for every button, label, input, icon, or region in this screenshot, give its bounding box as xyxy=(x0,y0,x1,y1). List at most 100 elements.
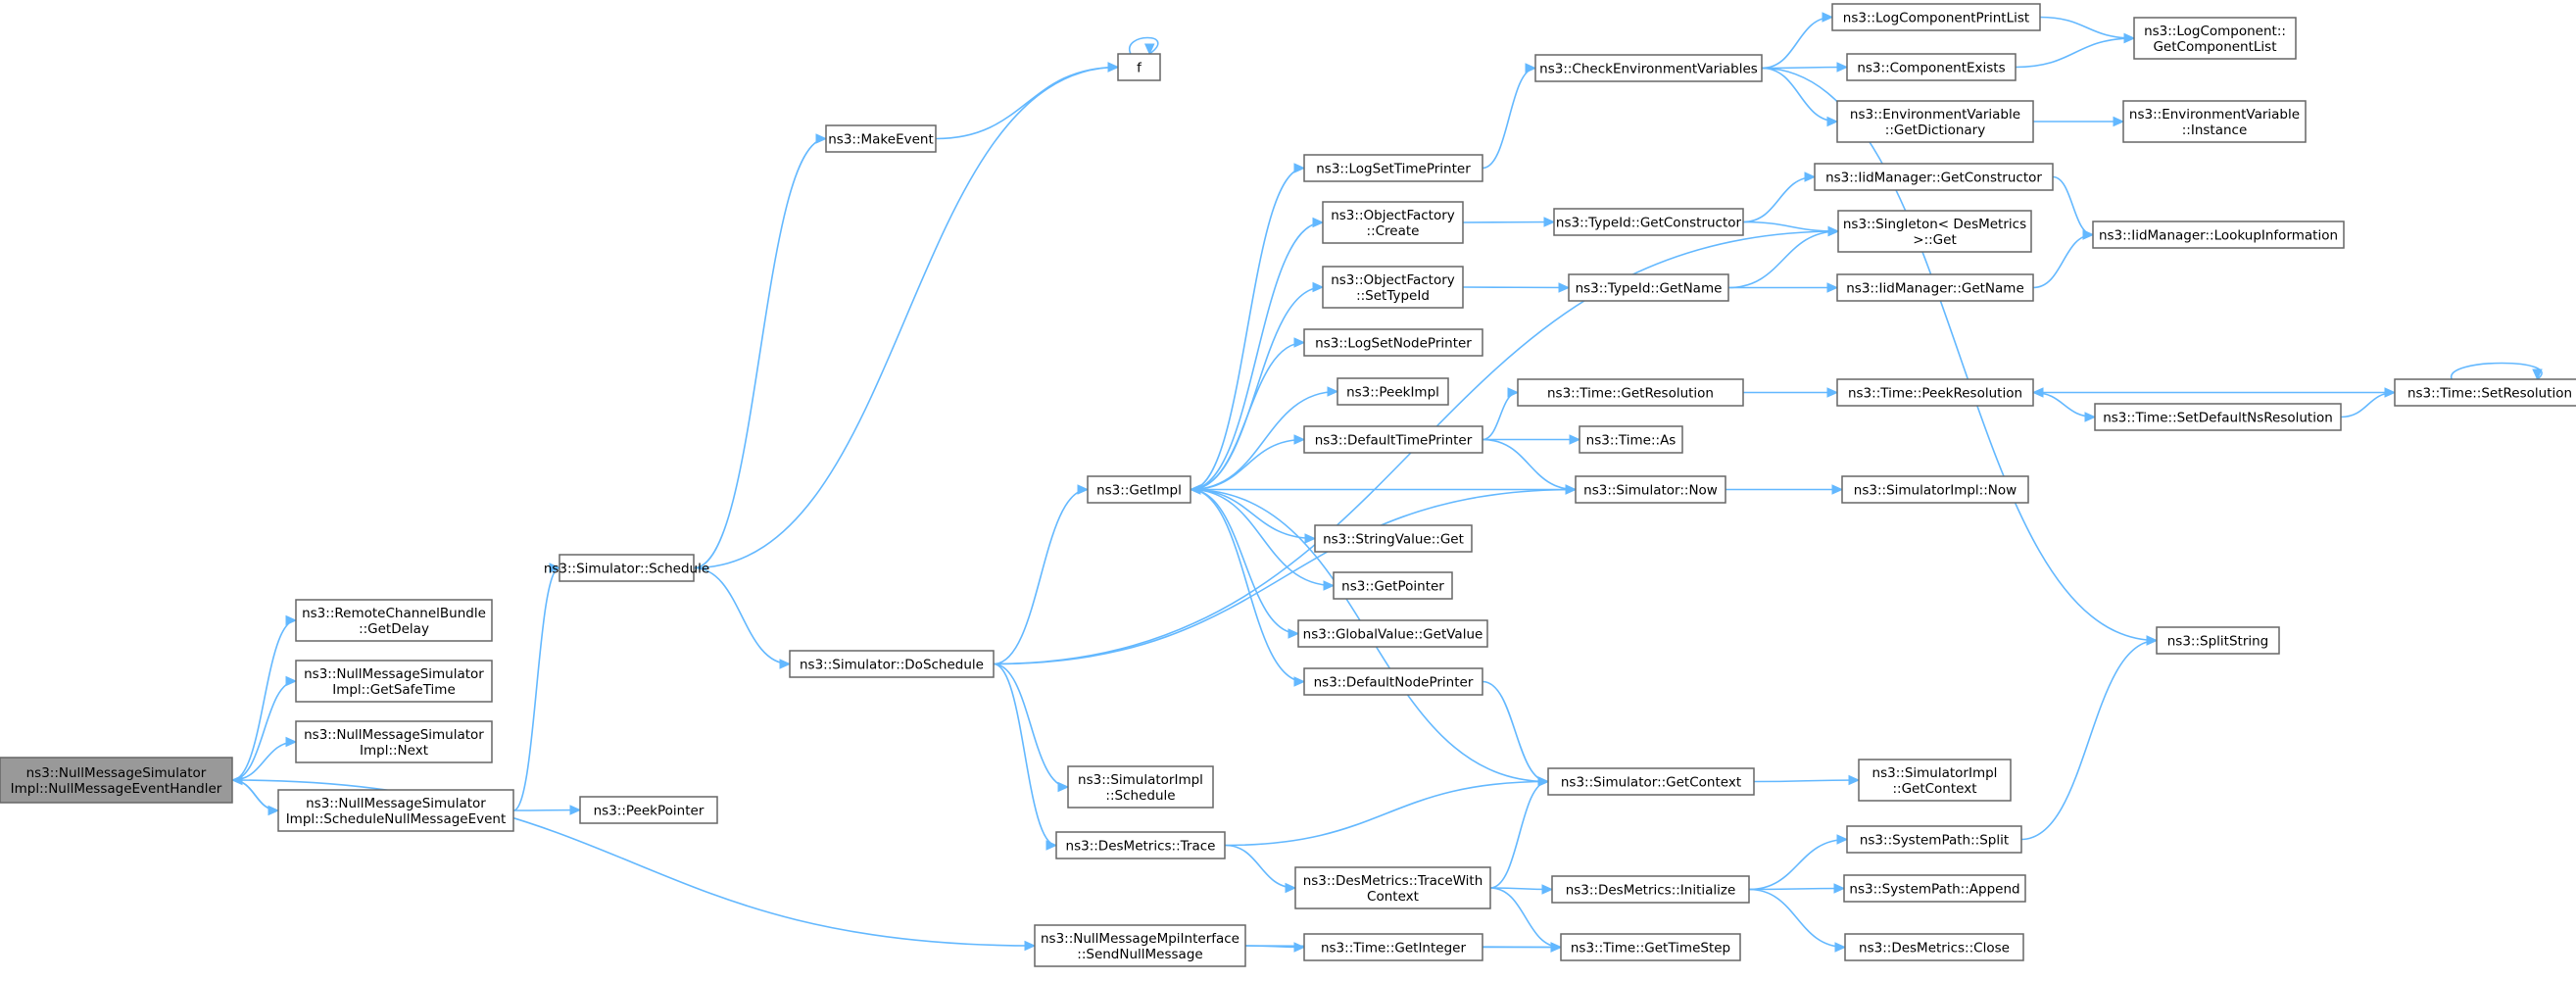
node-strget[interactable]: ns3::StringValue::Get xyxy=(1314,524,1473,553)
arrowhead-icon xyxy=(815,133,828,144)
node-tidgetctor[interactable]: ns3::TypeId::GetConstructor xyxy=(1553,208,1744,236)
edge-line xyxy=(993,488,1577,665)
node-getimpl[interactable]: ns3::GetImpl xyxy=(1087,475,1191,504)
node-box xyxy=(1303,425,1483,454)
node-f[interactable]: f xyxy=(1117,53,1161,81)
arrowhead-icon xyxy=(1312,217,1325,228)
node-peekimpl[interactable]: ns3::PeekImpl xyxy=(1337,377,1449,406)
call-edge-tidgetname-to-iidgetname xyxy=(1728,282,1839,293)
node-getptr[interactable]: ns3::GetPointer xyxy=(1333,571,1453,600)
node-simimplctx[interactable]: ns3::SimulatorImpl::GetContext xyxy=(1858,759,2012,802)
arrowhead-icon xyxy=(779,659,792,669)
call-edge-compexists-to-logcgetlist xyxy=(2015,32,2136,69)
call-edge-f-to-f xyxy=(1128,36,1159,56)
edge-line xyxy=(2039,16,2135,39)
node-logcplist[interactable]: ns3::LogComponentPrintList xyxy=(1831,3,2041,31)
node-dosched[interactable]: ns3::Simulator::DoSchedule xyxy=(789,650,995,678)
edge-line xyxy=(1482,391,1519,441)
node-label: ::Create xyxy=(1367,223,1420,239)
arrowhead-icon xyxy=(1826,282,1839,293)
arrowhead-icon xyxy=(1189,484,1201,495)
node-defnode[interactable]: ns3::DefaultNodePrinter xyxy=(1303,667,1483,696)
node-compexists[interactable]: ns3::ComponentExists xyxy=(1846,53,2017,81)
node-checkenv[interactable]: ns3::CheckEnvironmentVariables xyxy=(1534,54,1763,82)
edge-line xyxy=(1489,887,1562,949)
node-gettimestep[interactable]: ns3::Time::GetTimeStep xyxy=(1560,933,1741,961)
arrowhead-icon xyxy=(1848,774,1861,786)
node-box xyxy=(1303,154,1483,182)
node-setdefns[interactable]: ns3::Time::SetDefaultNsResolution xyxy=(2094,403,2342,431)
node-label: ::GetDictionary xyxy=(1885,123,1985,138)
arrowhead-icon xyxy=(1834,942,1847,953)
node-makeevent[interactable]: ns3::MakeEvent xyxy=(825,124,937,153)
node-deftime[interactable]: ns3::DefaultTimePrinter xyxy=(1303,425,1483,454)
node-box xyxy=(1553,208,1744,236)
node-label: >::Get xyxy=(1913,232,1956,248)
call-edge-deftime-to-getres xyxy=(1482,387,1520,441)
node-tidgetname[interactable]: ns3::TypeId::GetName xyxy=(1568,273,1729,302)
node-getres[interactable]: ns3::Time::GetResolution xyxy=(1517,378,1744,407)
edge-line xyxy=(1190,488,1299,635)
call-edge-dosched-to-simimplsched xyxy=(993,662,1070,793)
node-dmtrace[interactable]: ns3::DesMetrics::Trace xyxy=(1055,831,1226,859)
edge-line xyxy=(1190,286,1324,491)
edge-line xyxy=(231,779,279,811)
node-ofsettype[interactable]: ns3::ObjectFactory::SetTypeId xyxy=(1322,266,1464,309)
node-label: ns3::LogComponent:: xyxy=(2144,24,2286,39)
node-logcgetlist[interactable]: ns3::LogComponent::GetComponentList xyxy=(2133,17,2297,60)
node-spsplit[interactable]: ns3::SystemPath::Split xyxy=(1846,825,2022,854)
node-schedule[interactable]: ns3::Simulator::Schedule xyxy=(544,554,709,582)
node-rcb[interactable]: ns3::RemoteChannelBundle::GetDelay xyxy=(295,599,493,642)
node-singleton[interactable]: ns3::Singleton< DesMetrics >::Get xyxy=(1837,210,2032,253)
node-simimplsched[interactable]: ns3::SimulatorImpl::Schedule xyxy=(1067,765,1214,809)
node-simnow[interactable]: ns3::Simulator::Now xyxy=(1575,475,1726,504)
node-label: ns3::SimulatorImpl xyxy=(1078,772,1203,788)
node-getctx[interactable]: ns3::Simulator::GetContext xyxy=(1547,767,1755,796)
edge-line xyxy=(1190,221,1324,491)
call-edge-tidgetname-to-singleton xyxy=(1727,225,1840,289)
call-edge-tracewith-to-dminit xyxy=(1489,884,1554,895)
node-box xyxy=(1841,475,2029,504)
node-safetime[interactable]: ns3::NullMessageSimulatorImpl::GetSafeTi… xyxy=(295,660,493,703)
node-label: ns3::GlobalValue::GetValue xyxy=(1303,627,1483,643)
node-label: ns3::GetPointer xyxy=(1341,579,1444,595)
arrowhead-icon xyxy=(1525,63,1537,74)
node-label: ns3::Singleton< DesMetrics xyxy=(1843,217,2026,232)
call-edge-schednull-to-root xyxy=(230,774,279,811)
arrowhead-icon xyxy=(1327,386,1339,397)
call-edge-dminit-to-dmclose xyxy=(1748,888,1847,953)
node-layer: ns3::NullMessageSimulatorImpl::NullMessa… xyxy=(0,3,2576,967)
node-splitstr[interactable]: ns3::SplitString xyxy=(2156,626,2280,655)
node-envinst[interactable]: ns3::EnvironmentVariable::Instance xyxy=(2122,100,2307,143)
node-sendnull[interactable]: ns3::NullMessageMpiInterface::SendNullMe… xyxy=(1034,924,1246,967)
node-peekres[interactable]: ns3::Time::PeekResolution xyxy=(1836,378,2034,407)
node-peekptr[interactable]: ns3::PeekPointer xyxy=(579,796,718,824)
node-schednull[interactable]: ns3::NullMessageSimulatorImpl::ScheduleN… xyxy=(277,789,514,832)
node-dmclose[interactable]: ns3::DesMetrics::Close xyxy=(1844,933,2024,961)
arrowhead-icon xyxy=(1107,62,1120,73)
node-setres[interactable]: ns3::Time::SetResolution xyxy=(2394,378,2576,407)
arrowhead-icon xyxy=(2082,229,2095,240)
edge-line xyxy=(935,66,1119,140)
node-logsettime[interactable]: ns3::LogSetTimePrinter xyxy=(1303,154,1483,182)
node-getinteger[interactable]: ns3::Time::GetInteger xyxy=(1303,933,1483,961)
node-iidgetname[interactable]: ns3::IidManager::GetName xyxy=(1836,273,2034,302)
node-iidlookup[interactable]: ns3::IidManager::LookupInformation xyxy=(2092,221,2345,249)
node-simimplnow[interactable]: ns3::SimulatorImpl::Now xyxy=(1841,475,2029,504)
node-spappend[interactable]: ns3::SystemPath::Append xyxy=(1843,874,2026,903)
node-ofcreate[interactable]: ns3::ObjectFactory::Create xyxy=(1322,201,1464,244)
node-box xyxy=(1303,667,1483,696)
node-timeas[interactable]: ns3::Time::As xyxy=(1579,425,1683,454)
node-logsetnode[interactable]: ns3::LogSetNodePrinter xyxy=(1303,328,1483,357)
node-box xyxy=(1579,425,1683,454)
node-envgetdict[interactable]: ns3::EnvironmentVariable::GetDictionary xyxy=(1836,100,2034,143)
node-root[interactable]: ns3::NullMessageSimulatorImpl::NullMessa… xyxy=(0,757,233,804)
node-iidgetctor[interactable]: ns3::IidManager::GetConstructor xyxy=(1814,163,2054,191)
node-gvget[interactable]: ns3::GlobalValue::GetValue xyxy=(1297,619,1488,648)
arrowhead-icon xyxy=(2084,412,2097,422)
node-box xyxy=(1303,933,1483,961)
node-label: ns3::DesMetrics::TraceWith xyxy=(1303,873,1483,889)
node-dminit[interactable]: ns3::DesMetrics::Initialize xyxy=(1551,875,1750,904)
